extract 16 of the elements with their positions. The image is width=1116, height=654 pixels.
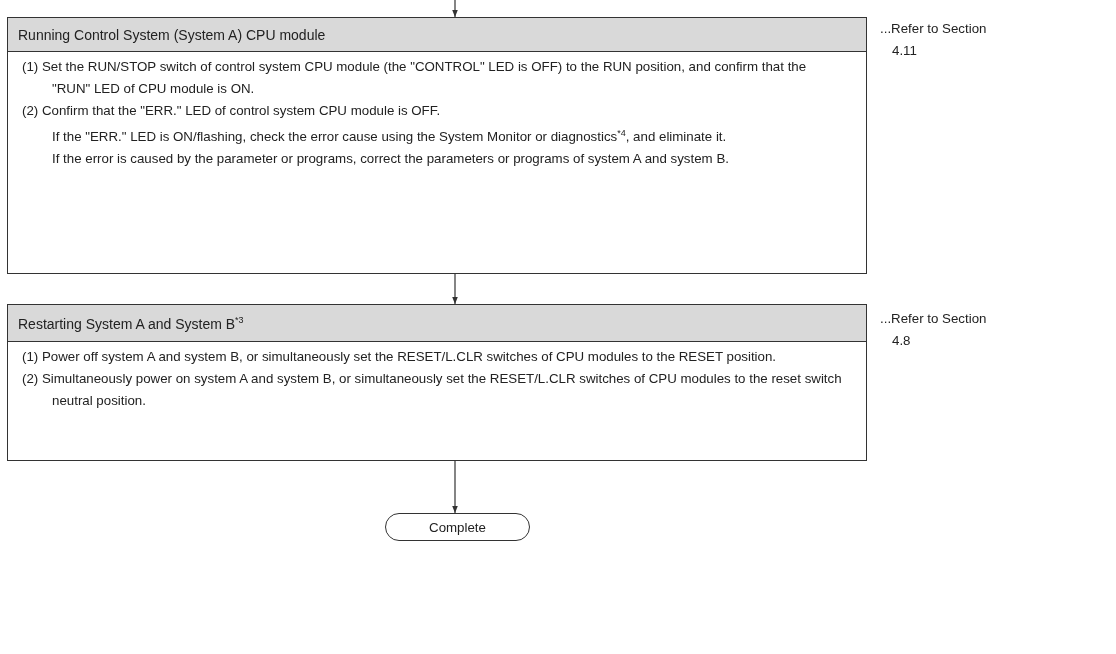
- instruction-text: (2) Simultaneously power on system A and system B, or simultaneously set the RESET/L.CLR switches of CPU modules to the reset switch neutral position.: [21, 370, 843, 410]
- instruction-text: If the error is caused by the parameter or programs, correct the parameters or programs of system A and system B.: [51, 150, 730, 169]
- instruction-text: (2) Confirm that the "ERR." LED of control system CPU module is OFF.: [21, 102, 442, 120]
- process-box: [7, 17, 867, 274]
- instruction-text: (1) Power off system A and system B, or simultaneously set the RESET/L.CLR switches of CPU modules to the RESET position.: [21, 348, 778, 366]
- arrow: [452, 0, 458, 18]
- instruction-text: (1) Set the RUN/STOP switch of control system CPU module (the "CONTROL" LED is OFF) to the RUN position, and confirm that the "RUN" LED of CPU module is ON.: [21, 58, 808, 98]
- step-heading: Running Control System (System A) CPU module: [18, 26, 326, 43]
- arrow: [452, 273, 458, 305]
- arrow: [452, 460, 458, 514]
- step-heading: Restarting System A and System B$^{*3}$: [18, 314, 244, 332]
- process-box: [7, 304, 867, 461]
- end-label: Complete: [429, 519, 486, 535]
- instruction-text: If the "ERR." LED is ON/flashing, check the error cause using the System Monitor or diagnostics$^{*4}$, and eliminate it.: [51, 127, 728, 147]
- reference-note: ...Refer to Section 4.11: [880, 20, 987, 60]
- reference-note: ...Refer to Section 4.8: [880, 310, 987, 350]
